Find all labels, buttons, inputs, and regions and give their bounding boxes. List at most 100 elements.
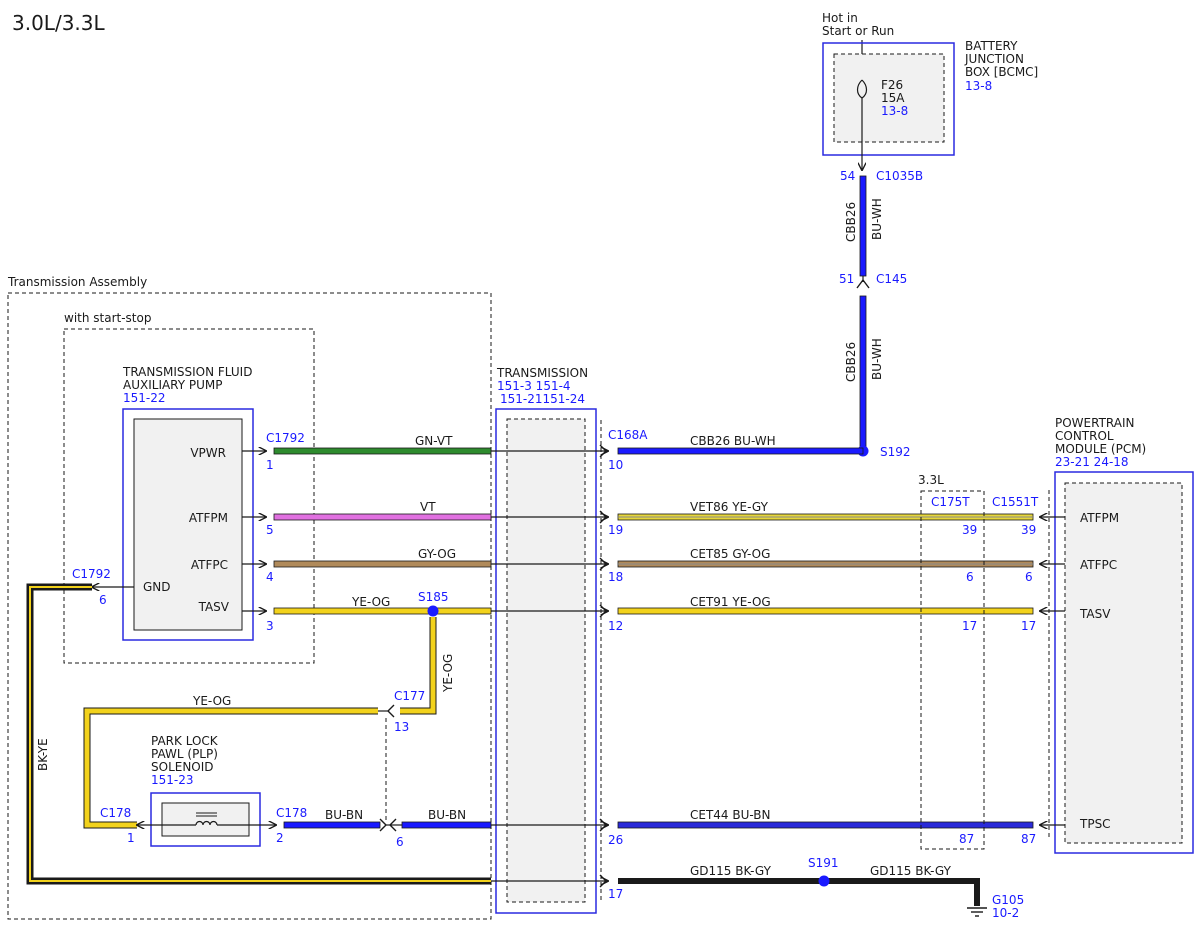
c177-pin: 13 [394, 720, 409, 734]
trans-pin-19: 19 [608, 523, 623, 537]
ground-name: G105 [992, 893, 1024, 907]
s191-label: S191 [808, 856, 839, 870]
trans-pin-17: 17 [608, 887, 623, 901]
ground-ref: 10-2 [992, 906, 1019, 920]
wire-gyog-label: GY-OG [418, 547, 456, 561]
trans-pin-12: 12 [608, 619, 623, 633]
fuse-name: F26 [881, 78, 903, 92]
c145-label: C145 [876, 272, 907, 286]
pump-name-1: TRANSMISSION FLUID [122, 365, 252, 379]
pump-name-2: AUXILIARY PUMP [123, 378, 223, 392]
plp-pin-1: 1 [127, 831, 135, 845]
plp-pin-6: 6 [396, 835, 404, 849]
wire-gd115-label-1: GD115 BK-GY [690, 864, 772, 878]
pcm-pin-tasv: TASV [1079, 607, 1111, 621]
feed-circuit-1: CBB26 [844, 202, 858, 242]
plp-c178-left: C178 [100, 806, 131, 820]
inline-3-3l: 3.3L C175T 39 6 17 87 [918, 473, 985, 850]
pump-pin-atfpc: ATFPC [191, 558, 228, 572]
inline-pin-17: 17 [962, 619, 977, 633]
pcm-pin-6: 6 [1025, 570, 1033, 584]
pcm-connector: C1551T [992, 495, 1039, 509]
wire-cet44-label: CET44 BU-BN [690, 808, 771, 822]
s192-label: S192 [880, 445, 911, 459]
ground-icon [967, 907, 987, 917]
wires-left: GN-VT VT GY-OG YE-OG S185 YE-OG C177 13 … [26, 434, 608, 881]
wire-yeog-label: YE-OG [351, 595, 390, 609]
inline-pin-87: 87 [959, 832, 974, 846]
wire-bubn-label-1: BU-BN [325, 808, 363, 822]
trans-ref-2: 151-21151-24 [500, 392, 585, 406]
c145-connector-icon [856, 278, 870, 289]
pump-pin-4: 4 [266, 570, 274, 584]
pump-pin-5: 5 [266, 523, 274, 537]
pump-pin-atfpm: ATFPM [189, 511, 228, 525]
pump-pin-6: 6 [99, 593, 107, 607]
inline-pin-39: 39 [962, 523, 977, 537]
wire-gd115-label-2: GD115 BK-GY [870, 864, 952, 878]
pump-ref: 151-22 [123, 391, 166, 405]
s191-splice [818, 875, 830, 887]
aux-pump: TRANSMISSION FLUID AUXILIARY PUMP 151-22… [72, 365, 305, 641]
battery-junction-box: Hot in Start or Run F26 15A 13-8 BATTERY… [822, 11, 1038, 183]
feed-wire: CBB26 BU-WH CBB26 BU-WH 51 C145 S192 [839, 175, 911, 459]
transmission-block: TRANSMISSION 151-3 151-4 151-21151-24 C1… [495, 366, 648, 914]
plp-name-2: PAWL (PLP) [151, 747, 218, 761]
pcm-module: POWERTRAIN CONTROL MODULE (PCM) 23-21 24… [992, 416, 1194, 854]
pump-pin-vpwr: VPWR [190, 446, 226, 460]
transmission-assembly-label: Transmission Assembly [7, 275, 147, 289]
bjb-connector: C1035B [876, 169, 923, 183]
trans-pin-10: 10 [608, 458, 623, 472]
wire-gnvt-label: GN-VT [415, 434, 453, 448]
wire-cbb26-label: CBB26 BU-WH [690, 434, 776, 448]
plp-name-1: PARK LOCK [151, 734, 219, 748]
inline-pin-6: 6 [966, 570, 974, 584]
inline-connector: C175T [931, 495, 970, 509]
pcm-pin-17: 17 [1021, 619, 1036, 633]
pcm-refs: 23-21 24-18 [1055, 455, 1129, 469]
feed-color-2: BU-WH [870, 338, 884, 380]
inline-label: 3.3L [918, 473, 944, 487]
hot-label-2: Start or Run [822, 24, 894, 38]
wire-yeog-top-label: YE-OG [192, 694, 231, 708]
plp-name-3: SOLENOID [151, 760, 214, 774]
coil-icon [162, 812, 249, 826]
hot-label-1: Hot in [822, 11, 858, 25]
trans-connector: C168A [608, 428, 648, 442]
bjb-ref: 13-8 [965, 79, 992, 93]
s185-splice [427, 605, 439, 617]
wire-vet86-label: VET86 YE-GY [690, 500, 769, 514]
wire-cet91-label: CET91 YE-OG [690, 595, 771, 609]
c145-pin: 51 [839, 272, 854, 286]
plp-c178-right: C178 [276, 806, 307, 820]
pump-pin-tasv: TASV [198, 600, 230, 614]
wire-yeog-vert-label: YE-OG [441, 654, 455, 693]
pump-gnd-connector: C1792 [72, 567, 111, 581]
plp-solenoid: PARK LOCK PAWL (PLP) SOLENOID 151-23 C17… [100, 734, 404, 849]
trans-name: TRANSMISSION [496, 366, 588, 380]
pcm-name-3: MODULE (PCM) [1055, 442, 1146, 456]
pcm-pin-39: 39 [1021, 523, 1036, 537]
plp-pin-2: 2 [276, 831, 284, 845]
start-stop-label: with start-stop [64, 311, 151, 325]
fuse-rating: 15A [881, 91, 905, 105]
trans-pin-26: 26 [608, 833, 623, 847]
trans-pin-18: 18 [608, 570, 623, 584]
pcm-pin-87: 87 [1021, 832, 1036, 846]
wire-bubn-label-2: BU-BN [428, 808, 466, 822]
plp-ref: 151-23 [151, 773, 194, 787]
pcm-pin-atfpc: ATFPC [1080, 558, 1117, 572]
bjb-name-2: JUNCTION [964, 52, 1024, 66]
wire-bkye-label: BK-YE [36, 738, 50, 771]
c177-connector-icon [387, 704, 395, 718]
c177-bubn-icon [379, 818, 387, 832]
trans-arrows [599, 444, 607, 888]
s185-label: S185 [418, 590, 449, 604]
wire-cet85-label: CET85 GY-OG [690, 547, 770, 561]
pump-pin-1: 1 [266, 458, 274, 472]
fuse-ref: 13-8 [881, 104, 908, 118]
start-stop-border [63, 328, 315, 664]
pcm-pin-tpsc: TPSC [1079, 817, 1111, 831]
c177-name: C177 [394, 689, 425, 703]
bjb-name-3: BOX [BCMC] [965, 65, 1038, 79]
